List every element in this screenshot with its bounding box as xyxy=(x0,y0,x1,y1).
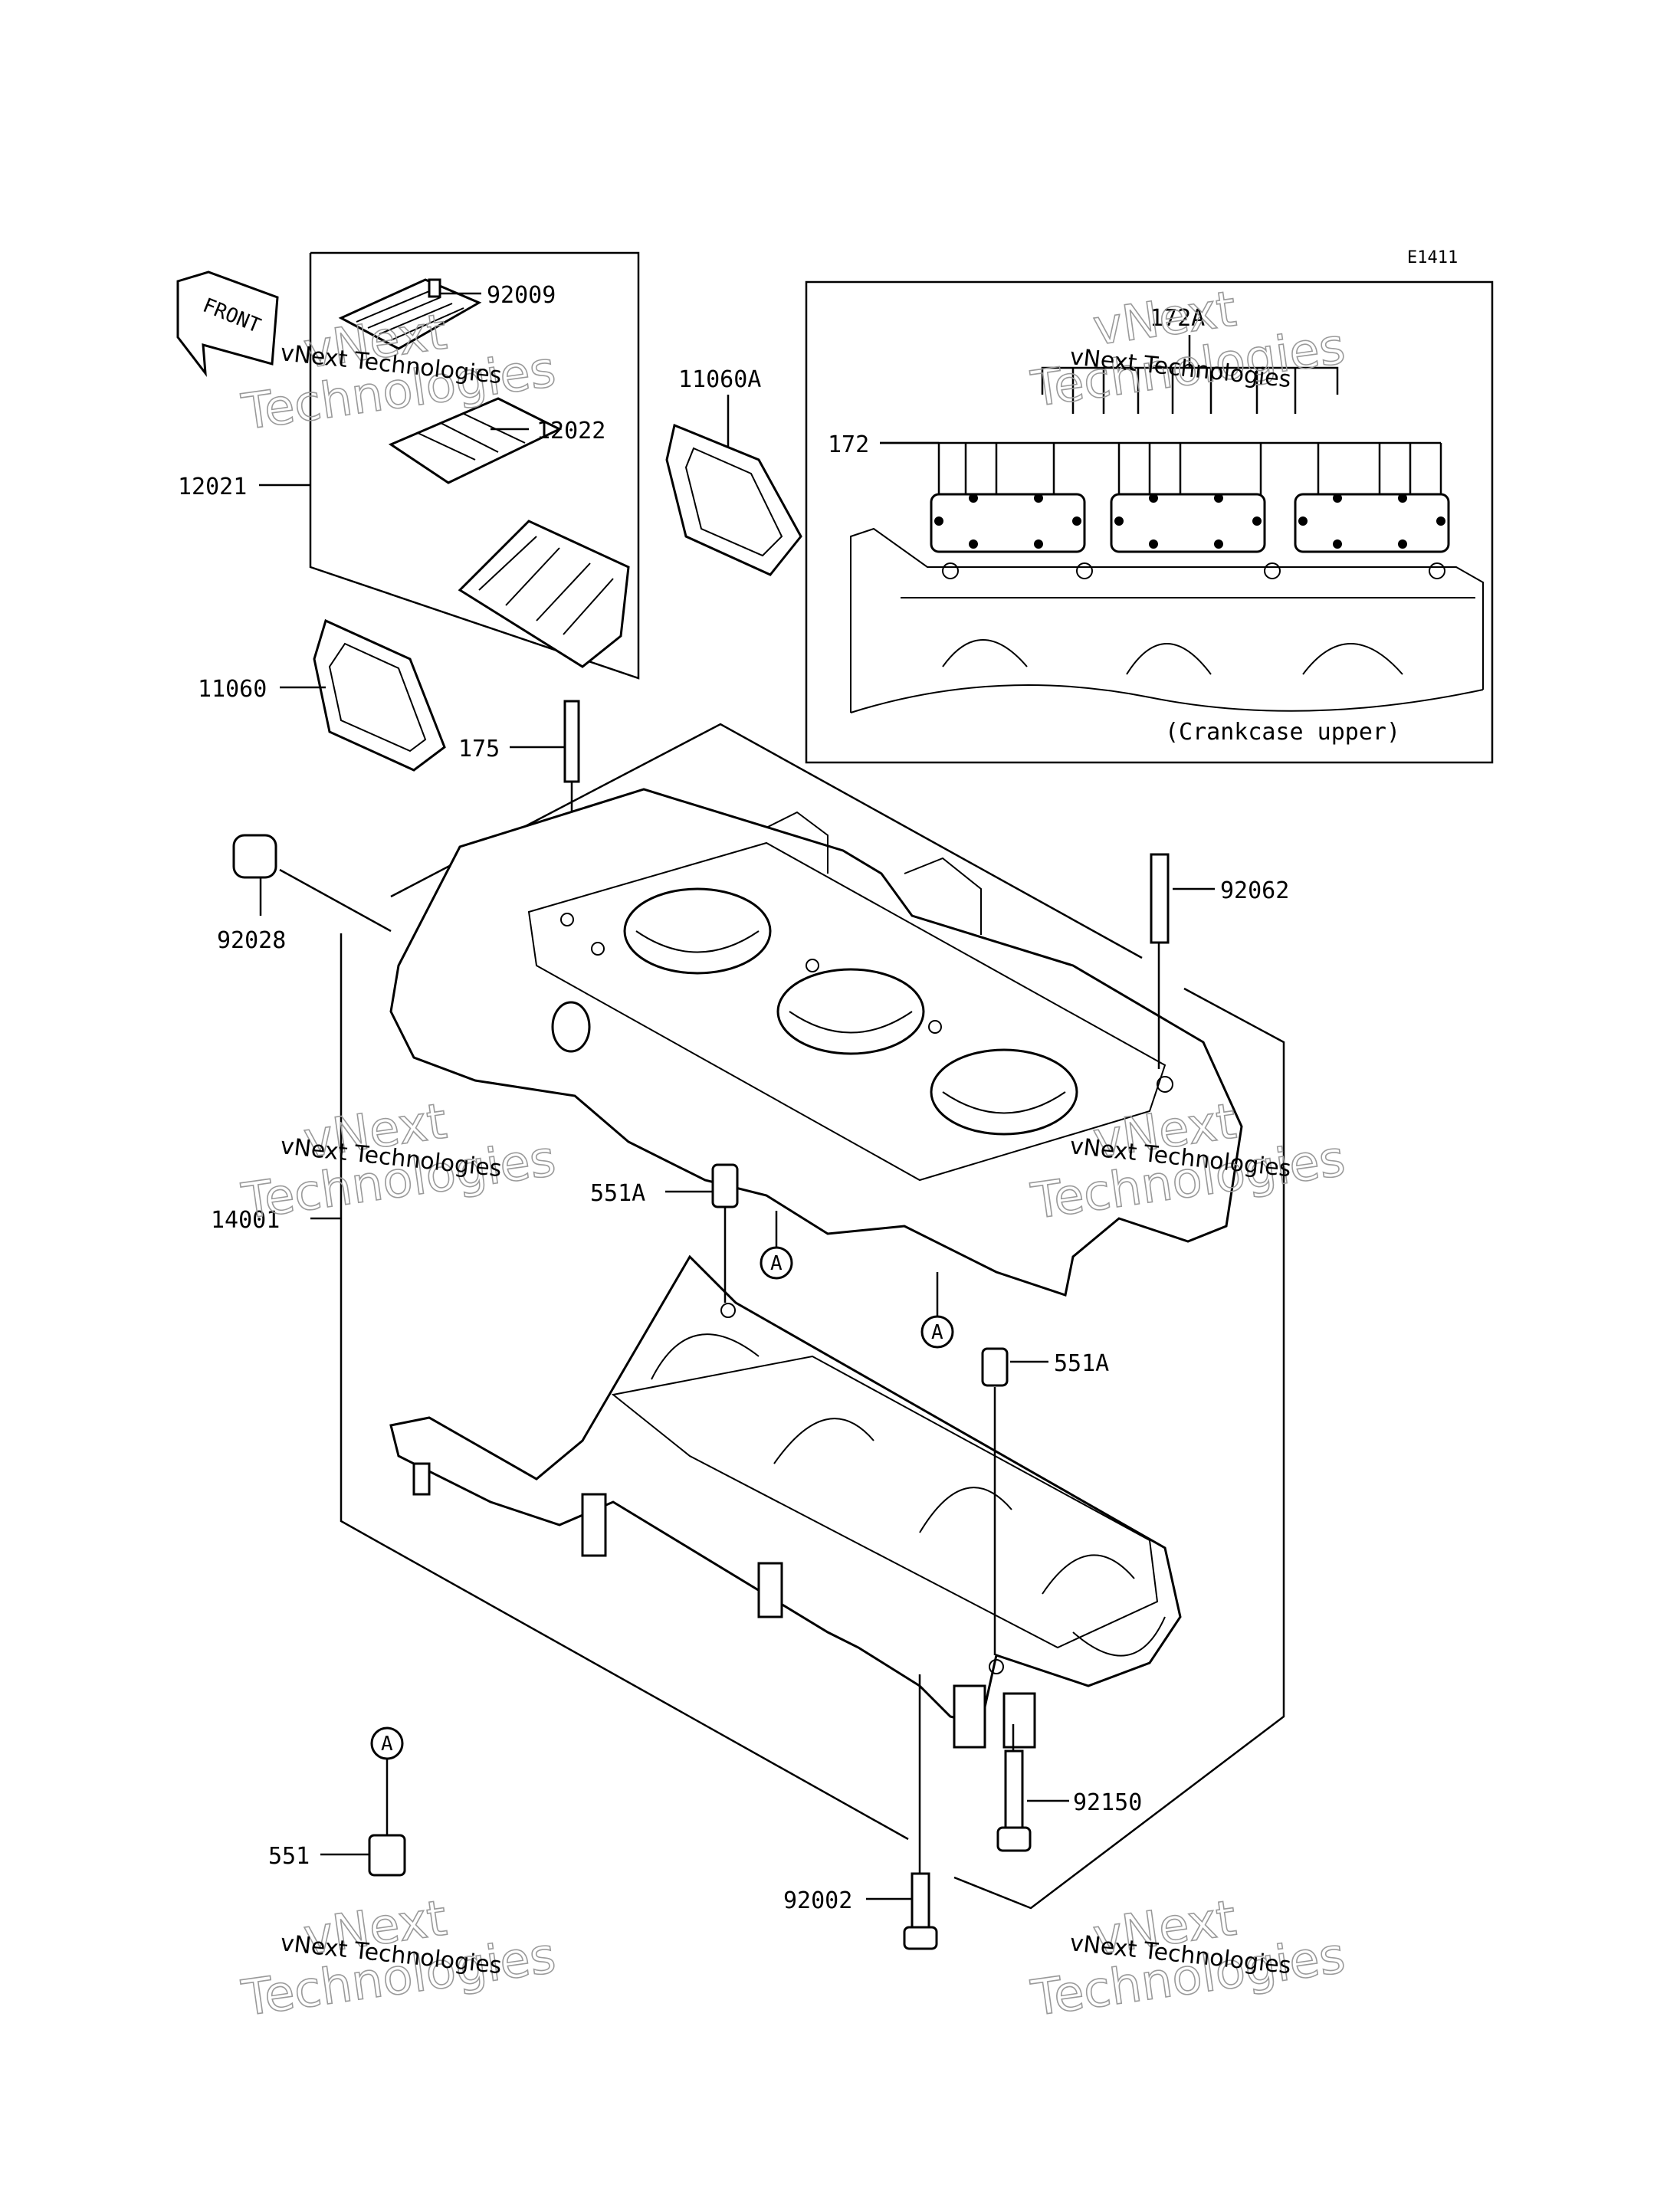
label-551A-2: 551A xyxy=(1054,1350,1109,1377)
marker-a-letter: A xyxy=(931,1321,943,1344)
crankcase-lower-icon xyxy=(389,1254,1182,1749)
watermark: vNext Technologies vNext Technologies xyxy=(1027,280,1349,419)
dowel-551A-icon xyxy=(711,1163,739,1208)
stud-175-icon xyxy=(563,700,580,783)
plug-92028-icon xyxy=(232,834,277,879)
gasket-11060A-icon xyxy=(665,423,802,576)
label-12022: 12022 xyxy=(536,418,605,444)
reed-block-icon xyxy=(458,520,630,668)
label-11060A: 11060A xyxy=(678,366,761,393)
label-175: 175 xyxy=(458,736,500,762)
label-12021: 12021 xyxy=(178,474,247,500)
label-172A: 172A xyxy=(1150,305,1205,332)
label-92062: 92062 xyxy=(1220,877,1289,904)
label-11060: 11060 xyxy=(198,676,267,703)
dowel-551-icon xyxy=(368,1834,406,1877)
diagram-code: E1411 xyxy=(1407,248,1458,267)
gasket-11060-icon xyxy=(313,618,446,772)
dowel-551A-icon xyxy=(981,1347,1009,1387)
bolt-92062-icon xyxy=(1150,853,1170,944)
inset-caption: (Crankcase upper) xyxy=(1165,719,1400,746)
label-551: 551 xyxy=(268,1843,310,1870)
marker-a-circle xyxy=(920,1315,954,1349)
bolt-92002-icon xyxy=(911,1872,930,1933)
label-92028: 92028 xyxy=(217,927,286,954)
watermark: vNext Technologies vNext Technologies xyxy=(238,1890,559,2028)
assembly-bracket-left xyxy=(340,933,909,1841)
assembly-bracket-right xyxy=(953,987,1285,1910)
marker-a-letter: A xyxy=(381,1733,393,1756)
watermark: vNext Technologies vNext Technologies xyxy=(1027,1890,1349,2028)
label-92150: 92150 xyxy=(1073,1789,1142,1816)
crankcase-upper-icon xyxy=(389,788,1243,1297)
label-551A-1: 551A xyxy=(590,1180,645,1207)
watermark: vNext Technologies vNext Technologies xyxy=(238,1093,559,1231)
label-14001: 14001 xyxy=(211,1207,280,1234)
marker-a-circle xyxy=(760,1246,793,1280)
bolt-92150-icon xyxy=(1004,1749,1024,1829)
reed-valve-group xyxy=(309,251,640,680)
label-92002: 92002 xyxy=(783,1887,852,1914)
front-arrow-icon: FRONT xyxy=(176,271,279,377)
label-92009: 92009 xyxy=(487,282,556,309)
marker-a-letter: A xyxy=(770,1252,783,1275)
screw-92009-icon xyxy=(428,278,441,298)
label-172: 172 xyxy=(828,431,869,458)
